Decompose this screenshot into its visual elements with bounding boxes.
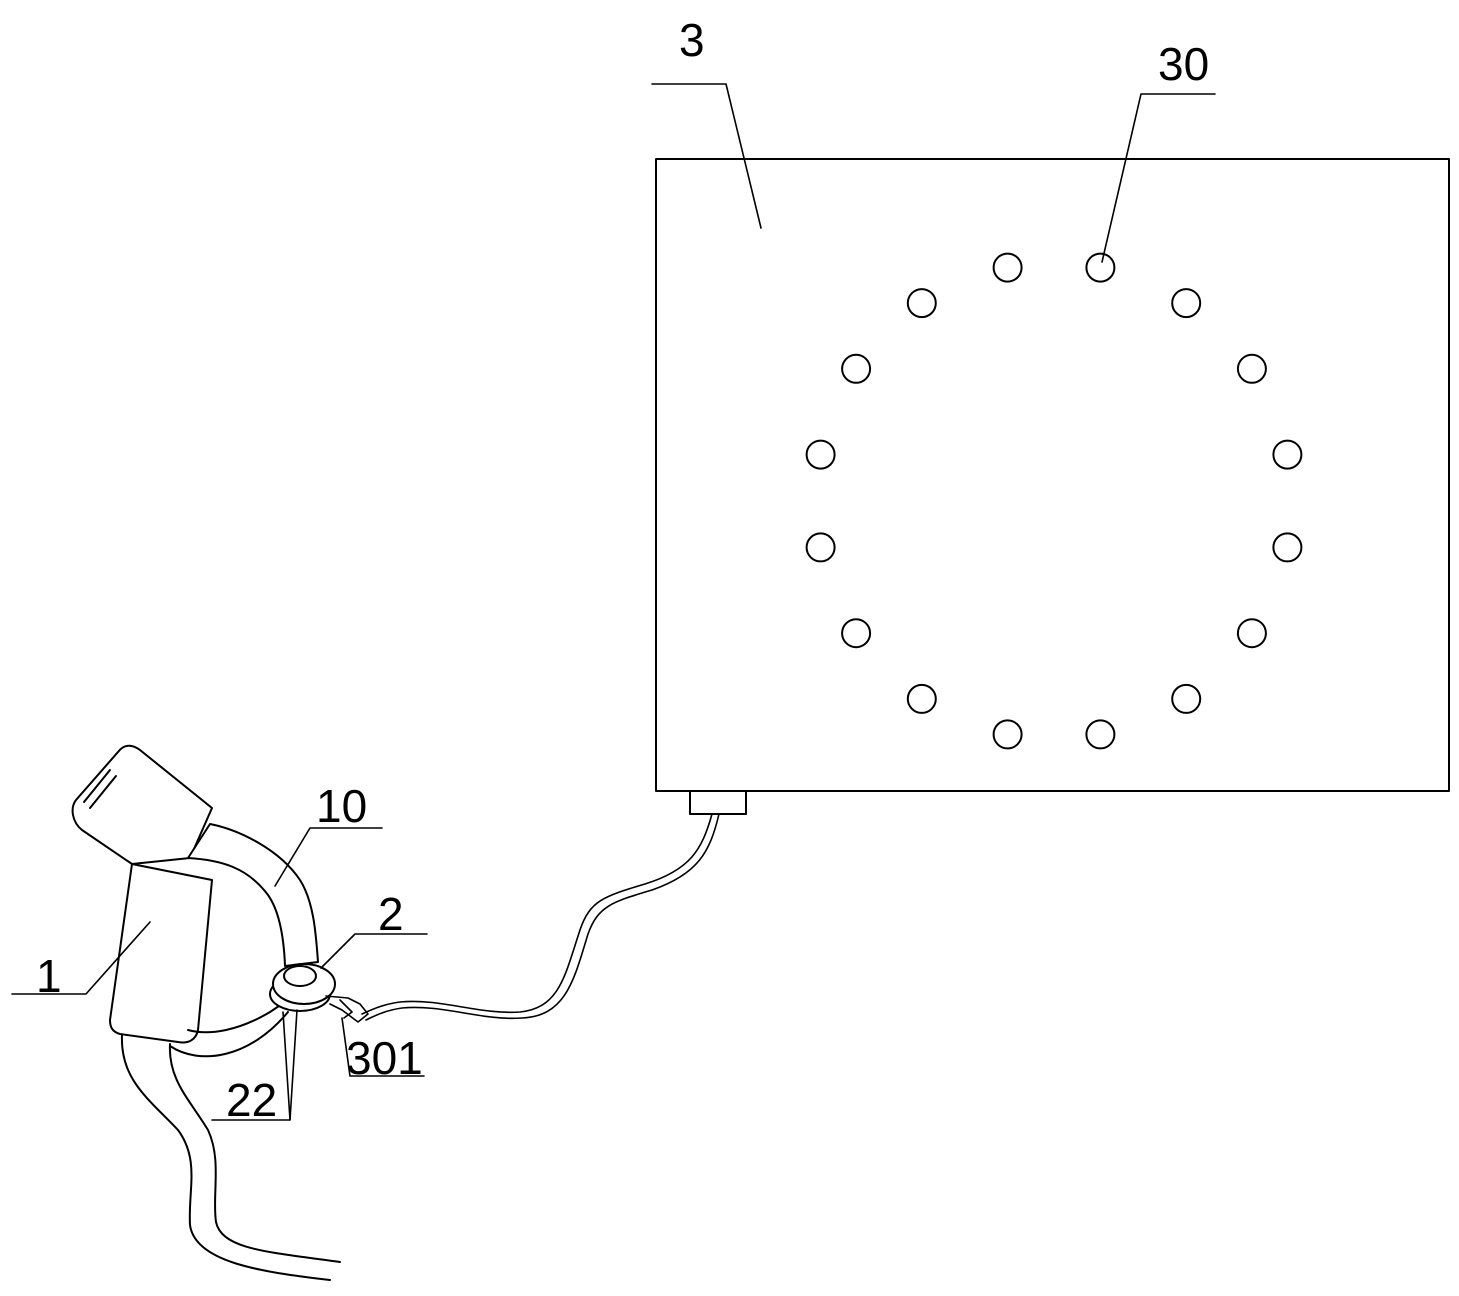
label-301: 301 xyxy=(346,1032,423,1084)
indicator-hole xyxy=(841,353,872,384)
nozzle-handle xyxy=(109,863,213,1044)
nozzle-head xyxy=(71,744,213,865)
indicator-hole xyxy=(1171,288,1202,319)
clip-hook xyxy=(339,999,353,1019)
label-30: 30 xyxy=(1158,38,1209,90)
cable-wire-b xyxy=(365,813,720,1021)
hose-body xyxy=(187,823,319,967)
leader-10 xyxy=(274,827,383,887)
label-3: 3 xyxy=(679,14,705,66)
hose-tail-left xyxy=(120,1034,331,1281)
hose-10 xyxy=(187,823,319,967)
indicator-hole xyxy=(1236,618,1267,649)
hose-tail-right xyxy=(168,1043,341,1263)
leader-30 xyxy=(1101,93,1216,263)
indicator-hole xyxy=(1272,532,1303,563)
cable-wire-a xyxy=(361,813,713,1015)
leader-2 xyxy=(320,933,428,969)
indicator-hole xyxy=(841,618,872,649)
lower-tube-b xyxy=(169,1011,289,1058)
indicator-hole xyxy=(1171,683,1202,714)
indicator-hole xyxy=(992,719,1023,750)
indicator-hole xyxy=(992,252,1023,283)
label-1: 1 xyxy=(36,950,62,1002)
label-2: 2 xyxy=(378,888,404,940)
cable xyxy=(361,813,720,1021)
leaders xyxy=(11,83,1216,1121)
leader-1 xyxy=(11,921,151,995)
labels: 3 30 10 2 1 22 301 xyxy=(36,14,1209,1126)
ring-inner xyxy=(283,965,317,987)
panel-body xyxy=(655,158,1450,792)
indicator-hole xyxy=(1085,719,1116,750)
indicator-hole xyxy=(805,532,836,563)
indicator-hole xyxy=(1085,252,1116,283)
label-10: 10 xyxy=(316,780,367,832)
indicator-hole xyxy=(1236,353,1267,384)
leader-3 xyxy=(651,83,762,229)
nozzle-slot xyxy=(83,769,111,803)
indicator-hole xyxy=(906,288,937,319)
leader-22b xyxy=(282,1011,291,1121)
nozzle-1 xyxy=(71,744,341,1281)
panel-connector xyxy=(689,790,747,815)
lower-tube-a xyxy=(187,1003,283,1034)
panel-3 xyxy=(655,158,1450,815)
label-22: 22 xyxy=(226,1074,277,1126)
ring-2 xyxy=(269,963,336,1012)
clip-301 xyxy=(325,995,369,1023)
indicator-hole xyxy=(1272,439,1303,470)
indicator-ring xyxy=(805,252,1303,750)
indicator-hole xyxy=(805,439,836,470)
indicator-hole xyxy=(906,683,937,714)
clip-link xyxy=(325,995,369,1023)
leader-301 xyxy=(341,1017,425,1077)
nozzle-slot-2 xyxy=(89,775,117,809)
